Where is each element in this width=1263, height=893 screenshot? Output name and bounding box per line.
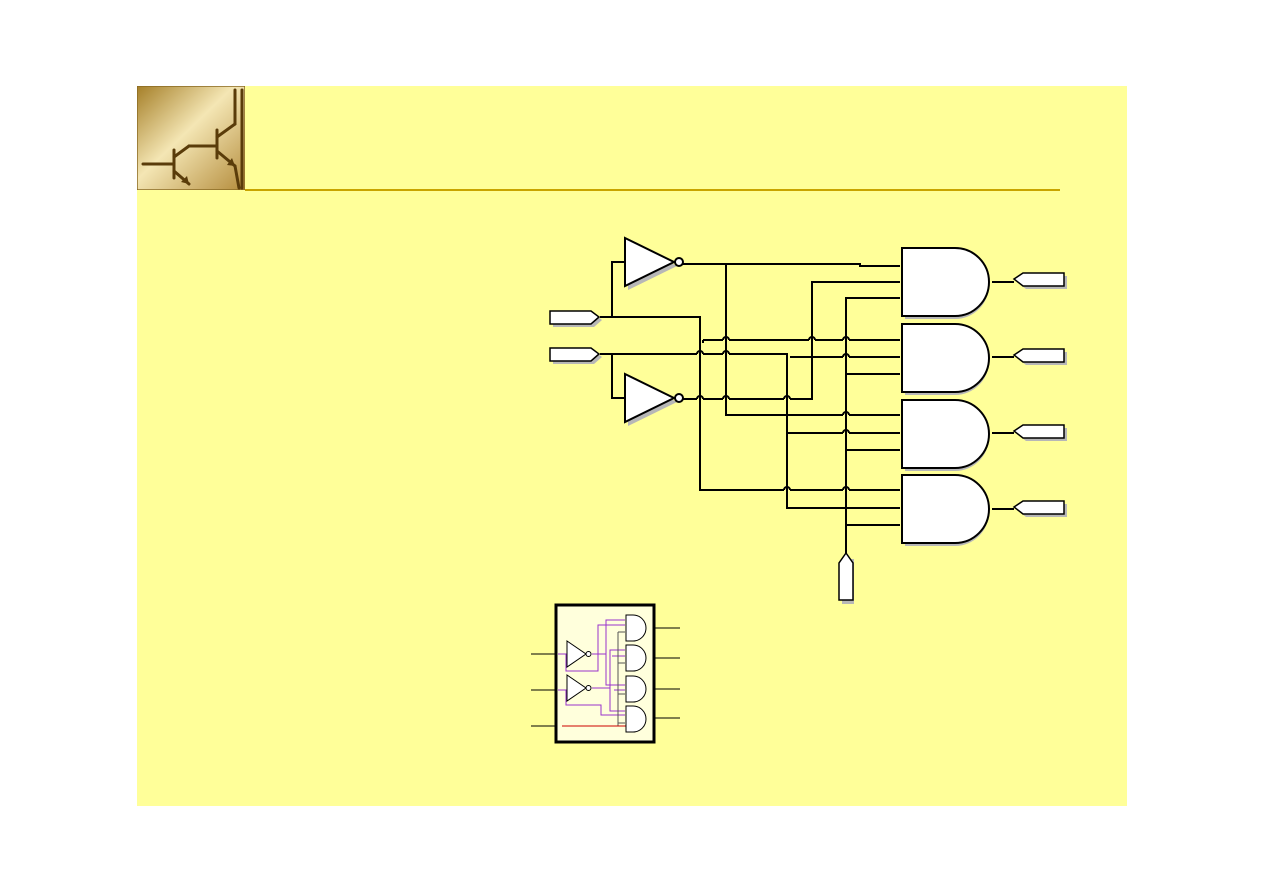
and-gate [901, 323, 990, 393]
inverter-gate [624, 372, 684, 424]
wire-crossover-hops [696, 336, 850, 491]
title-underline [245, 189, 1060, 191]
enable-input-port [838, 551, 854, 601]
output-port [1012, 424, 1065, 439]
circuit-wires [600, 261, 1014, 553]
output-port [1012, 348, 1065, 363]
symbol-inverters [566, 640, 592, 702]
symbol-pins [531, 627, 680, 727]
and-gate [901, 474, 990, 544]
output-port [1012, 272, 1065, 287]
input-port [549, 347, 601, 362]
input-port [549, 310, 601, 325]
inverter-gate [624, 236, 684, 288]
transistor-pair-icon [137, 86, 245, 190]
symbol-enable-traces [617, 631, 625, 726]
and-gate [901, 247, 990, 317]
and-gate [901, 399, 990, 469]
output-port [1012, 500, 1065, 515]
symbol-and-gates [625, 614, 647, 733]
